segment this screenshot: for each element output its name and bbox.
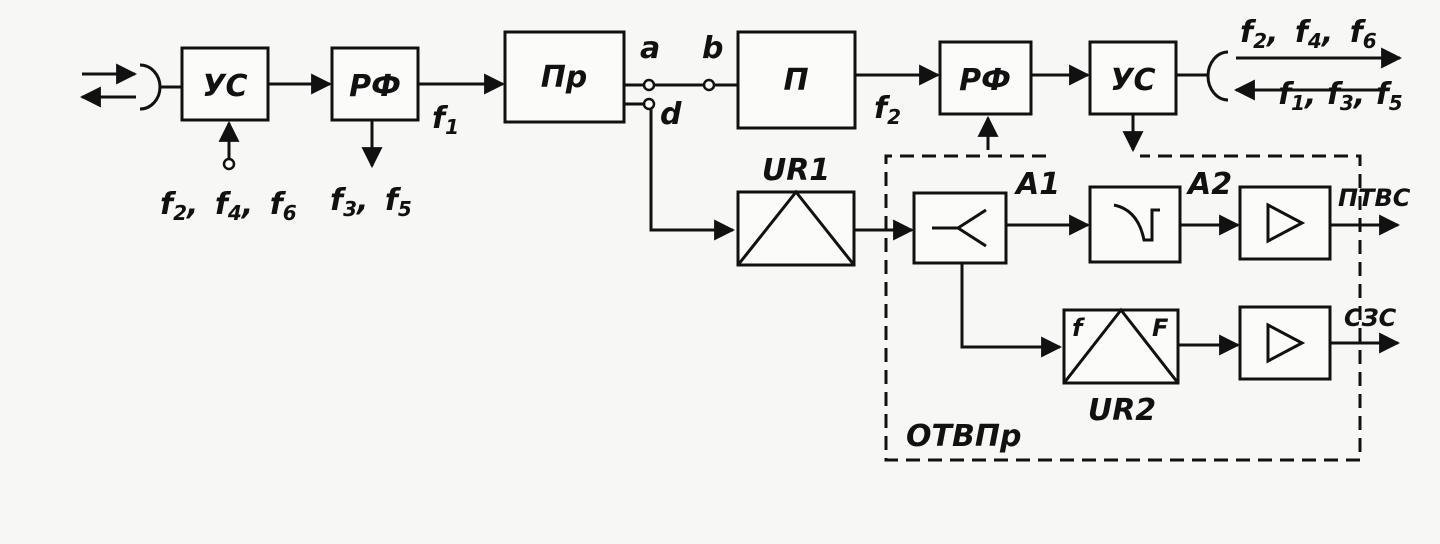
transmitter-block [736, 30, 857, 130]
f-subscript: 6 [1363, 29, 1377, 53]
output-label-ptvs: ПТВС [1338, 184, 1411, 212]
otvpr-group-label: ОТВПр [906, 419, 1021, 454]
link-splitter-ur2 [960, 263, 1063, 358]
f-symbol: f [160, 187, 177, 222]
signal-label-f246: f2, f4, f6 [160, 187, 297, 225]
f-subscript: 5 [398, 197, 412, 221]
transmitter-label: П [783, 63, 808, 98]
signal-label-in-f135: f1, f3, f5 [1278, 77, 1403, 115]
comma: , [240, 187, 253, 222]
f-subscript: 3 [1340, 91, 1354, 115]
f-symbol: f [1327, 77, 1344, 112]
a2-label: A2 [1186, 167, 1232, 202]
f-subscript: 4 [1307, 29, 1322, 53]
limiter-block [1088, 185, 1182, 264]
amplifier-triangle-icon [1266, 322, 1306, 364]
ur1-label: UR1 [762, 153, 830, 188]
filter-block-right [938, 40, 1033, 116]
terminal-d [642, 97, 656, 111]
f-subscript: 2 [887, 105, 901, 129]
comma: , [1265, 15, 1278, 50]
f-symbol: f [1376, 77, 1393, 112]
terminal-a-label: a [640, 31, 660, 66]
f-symbol: f [1278, 77, 1295, 112]
f-symbol: f [215, 187, 232, 222]
terminal-b [702, 78, 716, 92]
amplifier-block-ptvs [1238, 185, 1332, 261]
terminal-d-label: d [660, 97, 682, 132]
otvpr-group-border [884, 154, 1362, 462]
f-subscript: 2 [1253, 29, 1267, 53]
output-label-szs: СЗС [1344, 304, 1397, 332]
f-symbol: f [330, 183, 347, 218]
f-symbol: f [1350, 15, 1367, 50]
us-control-terminal [222, 157, 236, 171]
f-symbol: f [432, 101, 449, 136]
amplifier-block-left [180, 46, 270, 122]
ur2-output-label: F [1152, 314, 1169, 342]
ur1-triangle-icon [736, 189, 856, 266]
f-subscript: 2 [173, 201, 187, 225]
signal-label-f35: f3, f5 [330, 183, 412, 221]
f-symbol: f [874, 91, 891, 126]
link-d-ur1 [649, 109, 736, 241]
comma: , [185, 187, 198, 222]
f-subscript: 3 [343, 197, 357, 221]
limiter-icon [1113, 203, 1160, 242]
signal-label-out-f246: f2, f4, f6 [1240, 15, 1377, 53]
filter-label-right: РФ [959, 63, 1011, 98]
ur2-input-label: f [1072, 314, 1085, 342]
amplifier-block-right [1088, 40, 1178, 116]
comma: , [355, 183, 368, 218]
a1-label: A1 [1014, 167, 1060, 202]
antenna-right-icon [1206, 47, 1403, 102]
ur1-block [736, 190, 856, 267]
f-subscript: 1 [1291, 91, 1305, 115]
f-symbol: f [1240, 15, 1257, 50]
filter-block-left [330, 46, 420, 122]
f-subscript: 4 [227, 201, 242, 225]
f-symbol: f [385, 183, 402, 218]
ur2-label: UR2 [1088, 393, 1156, 428]
f-subscript: 5 [1389, 91, 1403, 115]
amplifier-block-szs [1238, 305, 1332, 381]
comma: , [1320, 15, 1333, 50]
comma: , [1352, 77, 1365, 112]
signal-label-f1: f1 [432, 101, 459, 139]
comma: , [1303, 77, 1316, 112]
signal-label-f2: f2 [874, 91, 901, 129]
f-subscript: 1 [445, 115, 459, 139]
terminal-b-label: b [702, 31, 723, 66]
filter-label-left: РФ [349, 69, 401, 104]
f-symbol: f [1295, 15, 1312, 50]
amplifier-label-left: УС [202, 69, 247, 104]
amplifier-label-right: УС [1110, 63, 1155, 98]
splitter-icon [932, 208, 987, 248]
converter-label: Пр [541, 60, 588, 95]
amplifier-triangle-icon [1266, 202, 1306, 244]
f-symbol: f [270, 187, 287, 222]
antenna-left-icon [79, 63, 162, 111]
ur2-block [1062, 308, 1180, 385]
terminal-a [642, 78, 656, 92]
ur2-triangle-icon [1062, 307, 1180, 384]
f-subscript: 6 [283, 201, 297, 225]
converter-block [503, 30, 626, 124]
